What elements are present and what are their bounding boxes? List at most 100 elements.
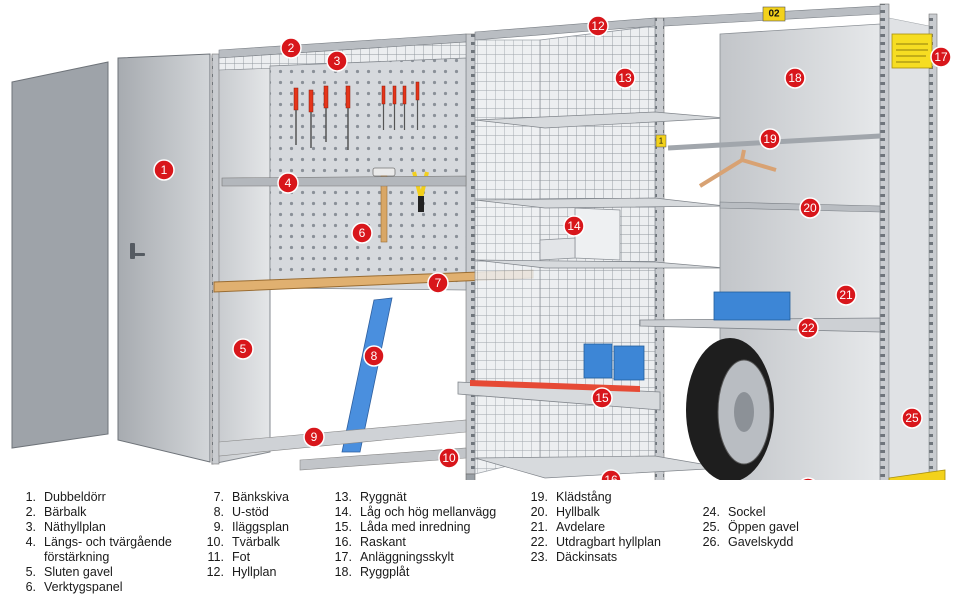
callout-marker	[799, 197, 821, 219]
callout-marker	[277, 172, 299, 194]
callout-20: 20	[799, 197, 821, 219]
callout-marker	[232, 338, 254, 360]
legend-item: 13.Ryggnät	[334, 490, 407, 504]
section-number-badge	[762, 6, 786, 22]
legend-item: 22.Utdragbart hyllplan	[530, 535, 661, 549]
callout-marker	[600, 469, 622, 480]
callout-8: 8	[363, 345, 385, 367]
legend-item: 25.Öppen gavel	[702, 520, 799, 534]
callout-21: 21	[835, 284, 857, 306]
callout-7: 7	[427, 272, 449, 294]
callout-number: 6	[359, 226, 366, 240]
legend-item: 9.Iläggsplan	[213, 520, 289, 534]
legend-item: 3.Näthyllplan	[25, 520, 106, 534]
callout-number: 17	[934, 50, 948, 64]
callout-12: 12	[587, 15, 609, 37]
callout-19: 19	[759, 128, 781, 150]
callout-2: 2	[280, 37, 302, 59]
legend-item: 8.U-stöd	[213, 505, 269, 519]
screwdriver-set	[293, 81, 420, 150]
legend-column-5: 24.Sockel 25.Öppen gavel 26.Gavelskydd	[698, 505, 799, 550]
upright-post	[211, 53, 220, 465]
callout-9: 9	[303, 426, 325, 448]
foot	[465, 473, 476, 480]
shelf-tag	[655, 134, 667, 148]
legend-item: 1.Dubbeldörr	[25, 490, 106, 504]
shelving-system-illustration: 02 1 12345678910111213141516171819202122…	[11, 3, 952, 480]
legend: 1.Dubbeldörr 2.Bärbalk 3.Näthyllplan 4.L…	[0, 490, 960, 612]
legend-column-4: 19.Klädstång 20.Hyllbalk 21.Avdelare 22.…	[526, 490, 661, 565]
legend-item: 10.Tvärbalk	[206, 535, 280, 549]
callout-marker	[303, 426, 325, 448]
callout-16: 16	[600, 469, 622, 480]
callout-13: 13	[614, 67, 636, 89]
blue-box	[713, 291, 791, 321]
callout-marker	[835, 284, 857, 306]
section-number-label: 02	[768, 9, 780, 20]
closed-side-panel	[211, 55, 271, 465]
callout-number: 1	[161, 163, 168, 177]
legend-item: 15.Låda med inredning	[334, 520, 471, 534]
callout-6: 6	[351, 222, 373, 244]
callout-number: 22	[801, 321, 815, 335]
double-door	[11, 53, 211, 463]
callout-number: 4	[285, 176, 292, 190]
hammer-icon	[372, 167, 396, 243]
callout-marker	[800, 477, 816, 480]
callout-22: 22	[797, 317, 819, 339]
upright-post	[928, 13, 938, 480]
callout-marker	[280, 37, 302, 59]
hanger-icon	[698, 149, 777, 188]
callout-marker	[784, 67, 806, 89]
callout-marker	[614, 67, 636, 89]
tire-icon	[686, 338, 774, 480]
legend-item: 23.Däckinsats	[530, 550, 618, 564]
callout-number: 25	[905, 411, 919, 425]
callout-marker	[153, 159, 175, 181]
pull-out-shelf	[639, 317, 881, 333]
upright-post	[654, 17, 665, 480]
callout-number: 10	[442, 451, 456, 465]
callout-marker	[363, 345, 385, 367]
callout-number: 15	[595, 391, 609, 405]
callout-3: 3	[326, 50, 348, 72]
blue-box	[613, 345, 645, 381]
callout-10: 10	[438, 447, 460, 469]
facility-sign	[891, 33, 933, 69]
legend-item: 14.Låg och hög mellanvägg	[334, 505, 497, 519]
legend-item: 4.Längs- och tvärgående	[25, 535, 172, 549]
shelf-tag-label: 1	[659, 137, 664, 146]
door-handle-icon	[130, 243, 135, 259]
cross-beam	[299, 447, 467, 471]
upright-post	[465, 33, 476, 475]
blue-box	[583, 343, 613, 379]
legend-item: 17.Anläggningsskylt	[334, 550, 454, 564]
callout-5: 5	[232, 338, 254, 360]
callout-number: 14	[567, 219, 581, 233]
callout-marker	[326, 50, 348, 72]
callout-number: 13	[618, 71, 632, 85]
callout-number: 3	[334, 54, 341, 68]
legend-item: 19.Klädstång	[530, 490, 612, 504]
callout-number: 8	[371, 349, 378, 363]
legend-item: 5.Sluten gavel	[25, 565, 113, 579]
callout-marker	[563, 215, 585, 237]
inlay-shelf	[218, 419, 467, 457]
legend-item: 12.Hyllplan	[206, 565, 277, 579]
callout-number: 7	[435, 276, 442, 290]
legend-column-1: 1.Dubbeldörr 2.Bärbalk 3.Näthyllplan 4.L…	[14, 490, 172, 595]
callout-number: 2	[288, 41, 295, 55]
callout-number: 9	[311, 430, 318, 444]
legend-item: 2.Bärbalk	[25, 505, 87, 519]
legend-item: 7.Bänkskiva	[213, 490, 289, 504]
legend-item-continuation: förstärkning	[44, 550, 110, 564]
legend-item: 24.Sockel	[702, 505, 766, 519]
legend-column-3: 13.Ryggnät 14.Låg och hög mellanvägg 15.…	[330, 490, 497, 580]
callout-25: 25	[901, 407, 923, 429]
partition-wall-low	[539, 237, 576, 261]
longitudinal-reinforcement	[221, 175, 467, 187]
callout-marker	[901, 407, 923, 429]
legend-column-2: 7.Bänkskiva 8.U-stöd 9.Iläggsplan 10.Tvä…	[202, 490, 289, 580]
callout-number: 5	[240, 342, 247, 356]
callout-1: 1	[153, 159, 175, 181]
